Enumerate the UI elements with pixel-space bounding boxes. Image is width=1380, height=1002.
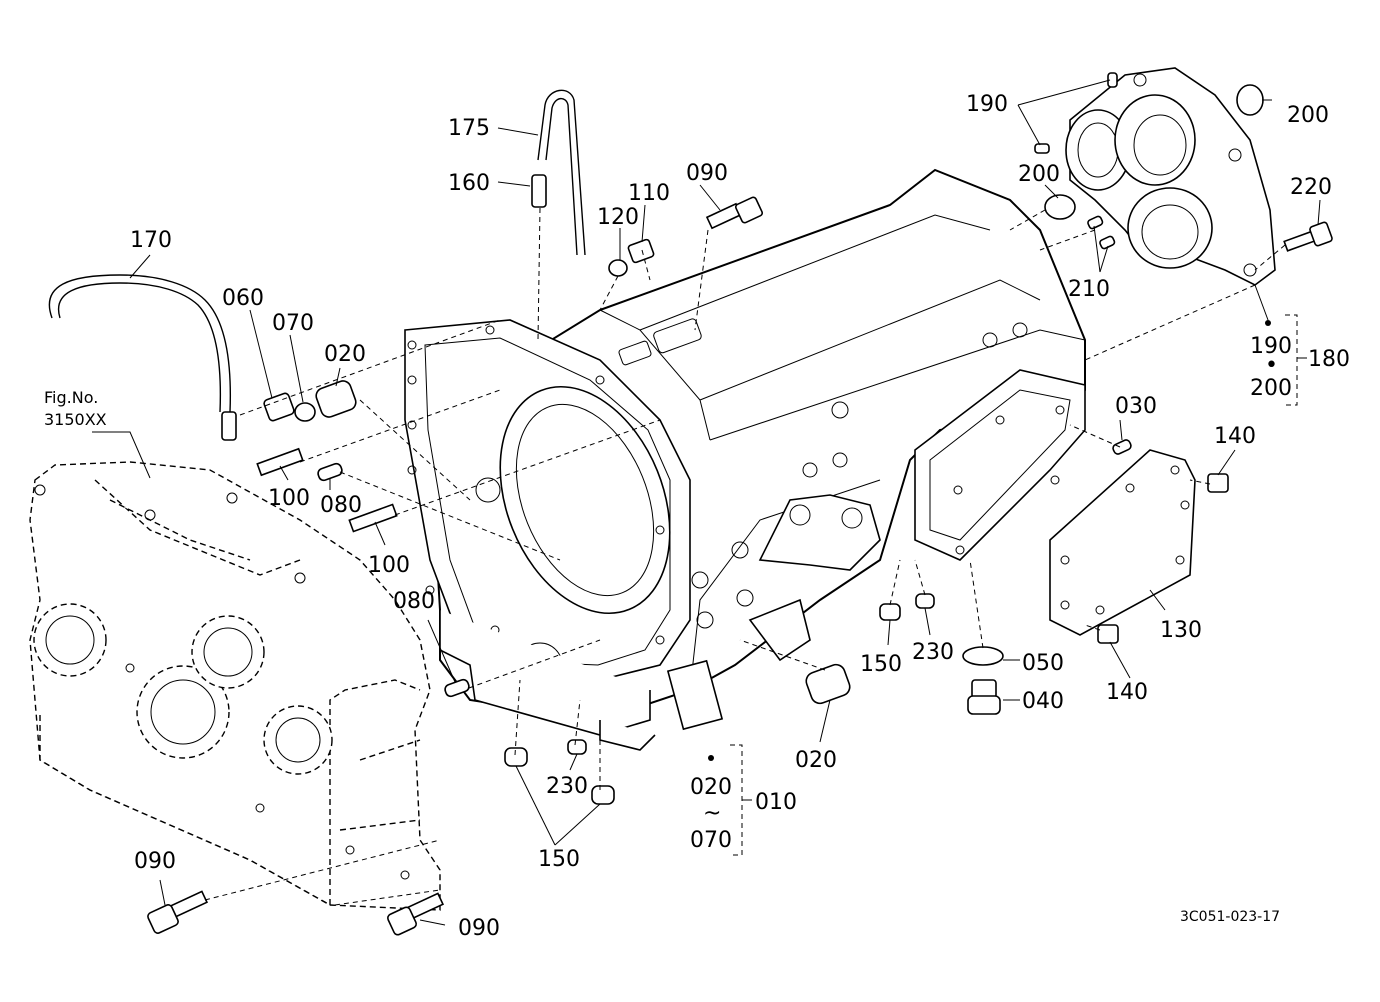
assembly-180-to: 200 <box>1250 376 1292 401</box>
assembly-010-tilde: ~ <box>703 801 721 826</box>
callout-100-b: 100 <box>368 553 410 578</box>
washer-120 <box>608 259 628 277</box>
plug-230-bottom <box>567 739 587 755</box>
callout-090-bottom: 090 <box>458 916 500 941</box>
bolt-090-left <box>147 890 209 934</box>
callout-020-mid: 020 <box>795 748 837 773</box>
plug-150-b <box>591 785 615 805</box>
bolt-140-bottom <box>1097 624 1119 644</box>
fig-ref-line2: 3150XX <box>44 410 107 429</box>
assembly-010-bracket <box>708 744 752 856</box>
plug-040 <box>967 679 1001 715</box>
callout-050: 050 <box>1022 651 1064 676</box>
pin-030 <box>1112 439 1132 455</box>
transmission-case <box>404 168 1086 751</box>
hose-fitting-160 <box>531 174 547 208</box>
callout-140-bottom: 140 <box>1106 680 1148 705</box>
plug-190-b <box>1107 72 1118 88</box>
plug-150-a <box>504 747 528 767</box>
callout-175: 175 <box>448 116 490 141</box>
callout-220: 220 <box>1290 175 1332 200</box>
callout-060: 060 <box>222 286 264 311</box>
bushing-020-top <box>315 380 357 418</box>
callout-020-top: 020 <box>324 342 366 367</box>
callout-200-top: 200 <box>1287 103 1329 128</box>
seal-200-mid <box>1044 194 1076 220</box>
hose-170 <box>48 274 232 413</box>
drawing-code: 3C051-023-17 <box>1180 909 1280 925</box>
plug-190-a <box>1034 143 1050 154</box>
stud-100-b <box>348 503 398 533</box>
callout-080-a: 080 <box>320 493 362 518</box>
ring-070 <box>294 402 316 422</box>
pin-080-b <box>444 678 470 698</box>
callout-120: 120 <box>597 205 639 230</box>
stud-100-a <box>256 447 304 477</box>
bolt-220 <box>1283 221 1333 252</box>
plug-060 <box>263 392 295 422</box>
assembly-180-bracket <box>1265 314 1307 406</box>
callout-030: 030 <box>1115 394 1157 419</box>
plug-230-mid <box>915 593 935 609</box>
plug-150-mid <box>879 603 901 621</box>
callout-150-bottom: 150 <box>538 847 580 872</box>
fig-ref-line1: Fig.No. <box>44 388 98 407</box>
bushing-020-mid <box>805 663 851 705</box>
assembly-010-labels: 020 ~ 070 010 <box>690 775 797 853</box>
callout-080-b: 080 <box>393 589 435 614</box>
callout-190-top: 190 <box>966 92 1008 117</box>
pin-210-a <box>1087 215 1104 230</box>
callout-090-top: 090 <box>686 161 728 186</box>
callout-150-mid: 150 <box>860 652 902 677</box>
bolt-090-top <box>705 196 764 230</box>
washer-050 <box>962 646 1004 666</box>
callout-230-mid: 230 <box>912 640 954 665</box>
callout-230-bottom: 230 <box>546 774 588 799</box>
hose-fitting-170 <box>221 411 237 441</box>
figure-reference: Fig.No. 3150XX <box>44 388 107 429</box>
pin-080-a <box>317 462 343 482</box>
assembly-180-labels: 190 • 200 180 <box>1250 334 1350 401</box>
hose-175 <box>537 89 586 256</box>
rear-cover-plate <box>1049 449 1196 636</box>
reference-housing <box>29 461 441 911</box>
nut-110 <box>627 238 655 264</box>
assembly-180-from: 190 <box>1250 334 1292 359</box>
callout-090-left: 090 <box>134 849 176 874</box>
assembly-180-dot: • <box>1265 353 1278 378</box>
callout-110: 110 <box>628 181 670 206</box>
callout-130: 130 <box>1160 618 1202 643</box>
assembly-180-id: 180 <box>1308 347 1350 372</box>
seal-200-top <box>1236 84 1264 116</box>
assembly-010-to: 070 <box>690 828 732 853</box>
bolt-090-bottom <box>386 892 445 936</box>
callout-040: 040 <box>1022 689 1064 714</box>
callout-170: 170 <box>130 228 172 253</box>
assembly-010-id: 010 <box>755 790 797 815</box>
callout-100-a: 100 <box>268 486 310 511</box>
callout-210: 210 <box>1068 277 1110 302</box>
bolt-140-top <box>1207 473 1229 493</box>
callout-160: 160 <box>448 171 490 196</box>
callout-140-top: 140 <box>1214 424 1256 449</box>
pin-210-b <box>1099 235 1116 250</box>
assembly-lines <box>204 207 1286 906</box>
callout-070: 070 <box>272 311 314 336</box>
callout-200-mid: 200 <box>1018 162 1060 187</box>
leader-lines <box>92 79 1321 926</box>
assembly-010-from: 020 <box>690 775 732 800</box>
